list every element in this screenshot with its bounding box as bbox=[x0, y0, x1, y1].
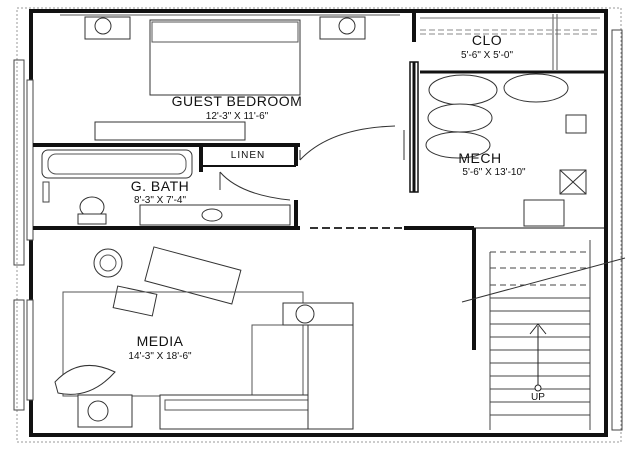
media-dims: 14'-3" X 18'-6" bbox=[128, 351, 192, 362]
bedroom-door-arc bbox=[299, 125, 396, 161]
media-side-table-right bbox=[282, 302, 354, 326]
exterior-wall-left bbox=[13, 59, 25, 266]
window-left-lower bbox=[26, 299, 34, 401]
mech-name: MECH bbox=[458, 150, 501, 166]
stair-arrow-head-icon bbox=[529, 323, 547, 335]
stair-up-label: UP bbox=[531, 392, 545, 403]
bath-door-arc bbox=[219, 171, 291, 201]
mech-dims: 5'-6" X 13'-10" bbox=[462, 167, 526, 178]
ottoman bbox=[112, 285, 158, 317]
furnace-x-2 bbox=[559, 169, 587, 195]
exterior-wall-right bbox=[611, 29, 623, 431]
stair-start-dot bbox=[534, 384, 542, 392]
water-heater-1 bbox=[428, 74, 498, 106]
water-heater-2 bbox=[503, 73, 569, 103]
bath-dims: 8'-3" X 7'-4" bbox=[134, 195, 187, 206]
stair bbox=[461, 240, 626, 430]
media-lamp-left-icon bbox=[87, 400, 109, 422]
lamp-left-icon bbox=[94, 17, 112, 35]
media-lamp-inner-icon bbox=[99, 254, 117, 272]
sink-icon bbox=[201, 208, 223, 222]
bed bbox=[149, 19, 301, 96]
window-left-upper bbox=[26, 79, 34, 241]
media-lamp-table-icon bbox=[93, 248, 123, 278]
bath-window bbox=[42, 181, 50, 203]
guest-bedroom-name: GUEST BEDROOM bbox=[172, 93, 303, 109]
toilet-tank-icon bbox=[77, 213, 107, 225]
bath-name: G. BATH bbox=[131, 178, 189, 194]
media-name: MEDIA bbox=[137, 333, 184, 349]
bathtub bbox=[41, 149, 193, 179]
exterior-wall-left-lower bbox=[13, 299, 25, 411]
bed-pillow-area bbox=[151, 21, 299, 43]
panel-box bbox=[565, 114, 587, 134]
tank-2 bbox=[425, 131, 491, 159]
sectional-side bbox=[307, 324, 354, 430]
bathtub-inner bbox=[47, 153, 187, 175]
mech-unit bbox=[523, 199, 565, 227]
clo-name: CLO bbox=[472, 32, 502, 48]
clo-dims: 5'-6" X 5'-0" bbox=[461, 50, 514, 61]
media-lamp-right-icon bbox=[295, 304, 315, 324]
lamp-right-icon bbox=[338, 17, 356, 35]
tank-1 bbox=[427, 103, 493, 133]
media-floor-cushion bbox=[54, 365, 116, 395]
linen-name: LINEN bbox=[231, 150, 265, 161]
outer-wall-outline bbox=[16, 7, 622, 443]
guest-bedroom-dims: 12'-3" X 11'-6" bbox=[206, 111, 269, 122]
armchair bbox=[144, 246, 242, 305]
dresser bbox=[94, 121, 246, 141]
